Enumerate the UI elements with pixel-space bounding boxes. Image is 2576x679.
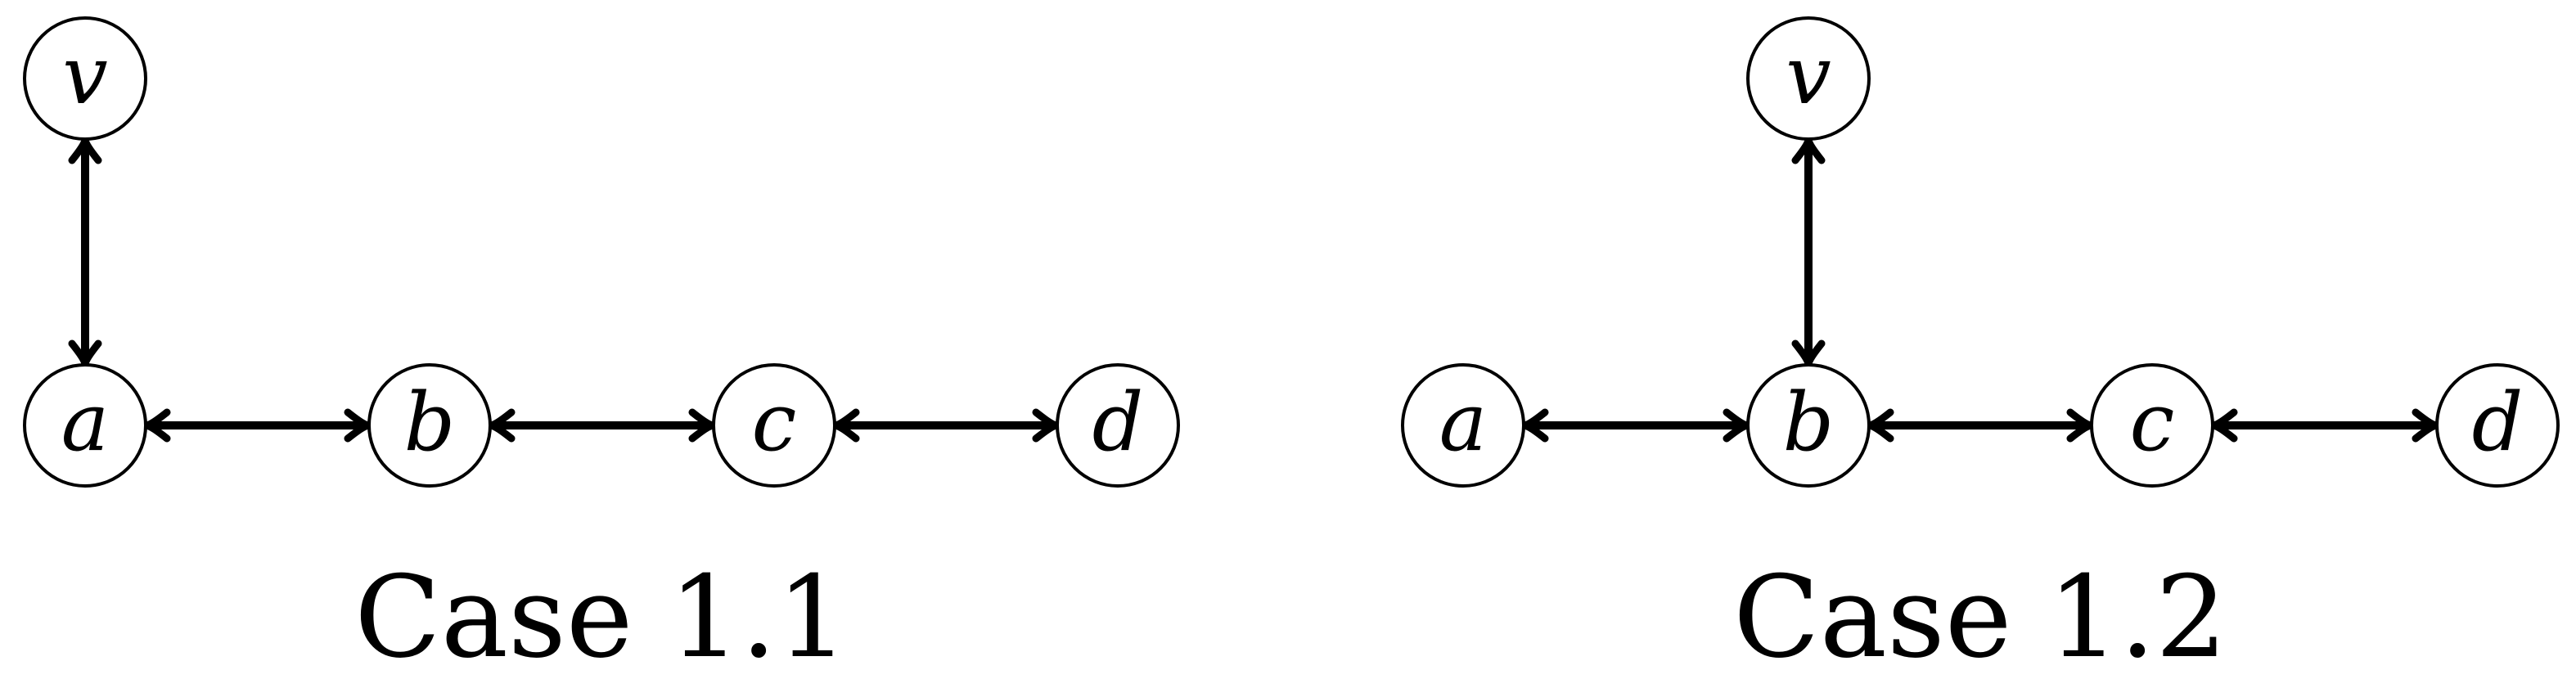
node-b-panel-1: b [367,363,492,488]
edge-c-d-panel-2 [2209,408,2441,443]
node-d-panel-2: d [2435,363,2560,488]
caption-case-1-1: Case 1.1 [354,551,849,679]
edge-b-c-panel-2 [1865,408,2096,443]
node-circle [23,363,147,488]
node-label: b [404,376,456,470]
node-c-panel-2: c [2090,363,2214,488]
node-label: b [1783,376,1835,470]
node-b-panel-2: b [1746,363,1871,488]
node-circle [1746,363,1871,488]
node-label: d [1092,376,1144,470]
edge-a-b-panel-2 [1520,408,1752,443]
edge-b-c-panel-1 [486,408,718,443]
edge-v-a-panel-1 [68,135,102,369]
node-circle [712,363,836,488]
node-a-panel-1: a [23,363,147,488]
node-label: a [61,376,109,470]
node-d-panel-1: d [1056,363,1180,488]
node-v-panel-2: v [1746,16,1871,141]
edge-c-d-panel-1 [831,408,1061,443]
node-circle [367,363,492,488]
node-label: a [1439,376,1487,470]
node-a-panel-2: a [1401,363,1525,488]
node-circle [2435,363,2560,488]
node-c-panel-1: c [712,363,836,488]
caption-case-1-2: Case 1.2 [1733,551,2227,679]
node-label: c [752,376,797,470]
node-v-panel-1: v [23,16,147,141]
edge-a-b-panel-1 [142,408,373,443]
node-circle [1056,363,1180,488]
node-label: v [62,29,107,123]
node-label: d [2472,376,2524,470]
node-circle [1746,16,1871,141]
node-label: c [2130,376,2175,470]
nodes-layer: v a b c d v a b c d [23,16,2560,488]
node-circle [2090,363,2214,488]
node-circle [1401,363,1525,488]
node-label: v [1786,29,1831,123]
node-circle [23,16,147,141]
edge-v-b-panel-2 [1791,135,1826,369]
